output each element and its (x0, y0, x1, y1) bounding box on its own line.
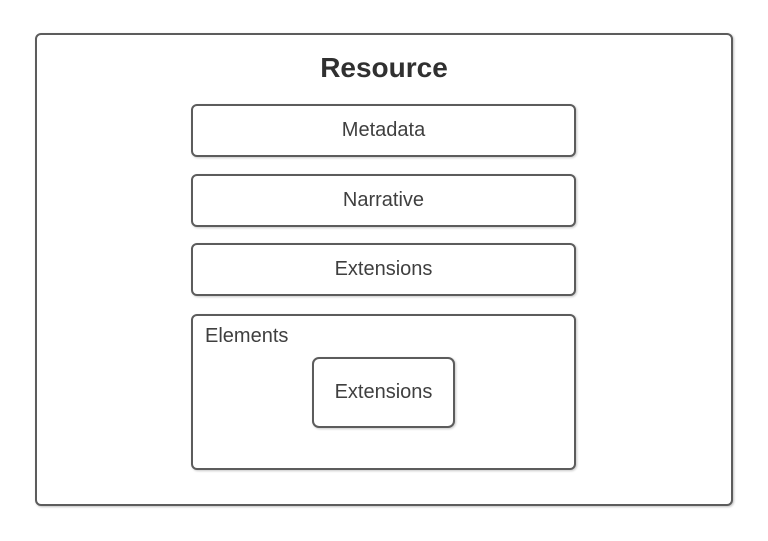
elements-label: Elements (205, 325, 289, 347)
metadata-box: Metadata (191, 104, 576, 157)
narrative-box: Narrative (191, 174, 576, 227)
nested-extensions-box: Extensions (312, 356, 455, 428)
nested-extensions-label: Extensions (334, 380, 433, 403)
narrative-label: Narrative (342, 189, 425, 211)
extensions-label: Extensions (334, 258, 433, 280)
resource-title: Resource (320, 52, 448, 83)
extensions-box: Extensions (191, 243, 576, 296)
metadata-label: Metadata (341, 119, 426, 141)
resource-container-box: Resource Metadata Narrative Extensions E… (35, 33, 733, 506)
elements-box: Elements Extensions (191, 314, 576, 470)
